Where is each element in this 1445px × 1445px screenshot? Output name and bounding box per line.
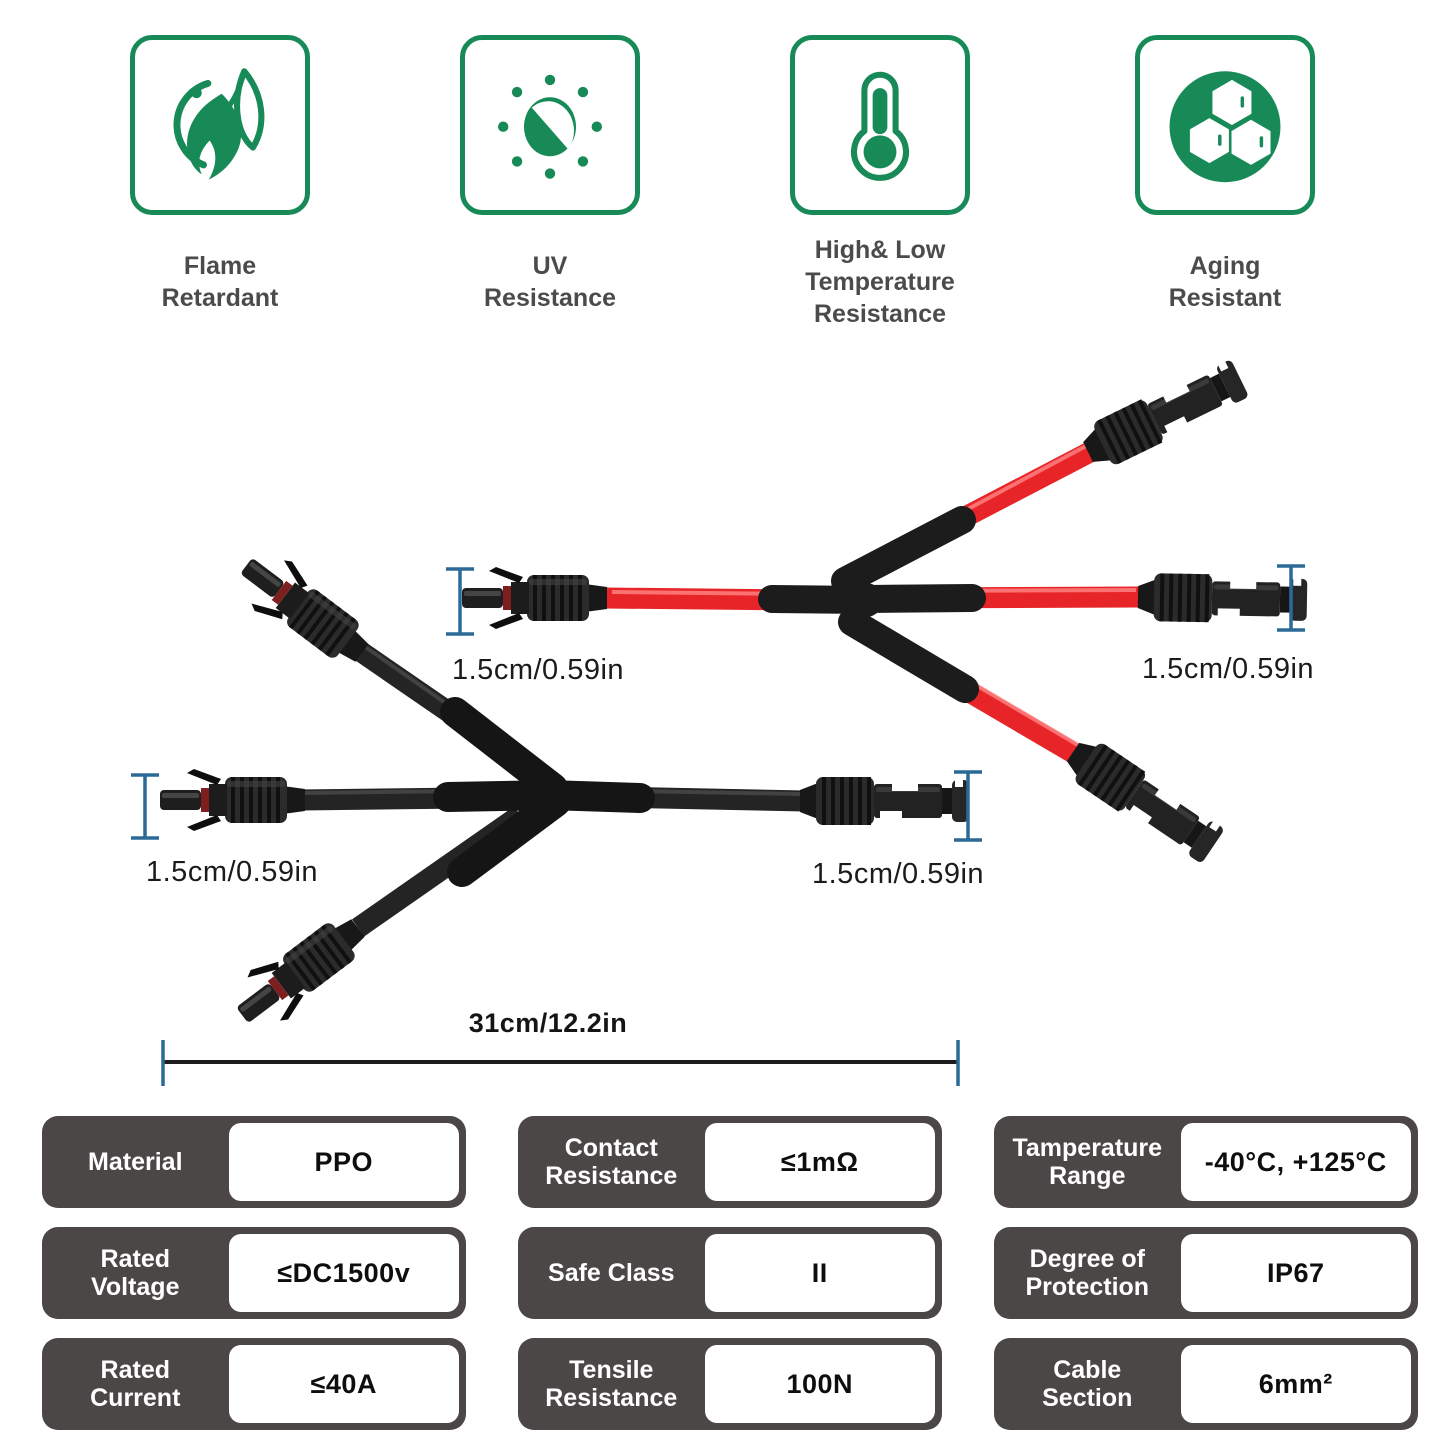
spec-row-material: Material PPO bbox=[42, 1116, 466, 1208]
total-length-dimension bbox=[161, 1040, 960, 1086]
spec-label: Tamperature Range bbox=[1012, 1134, 1163, 1190]
aging-resistant-icon bbox=[1135, 35, 1315, 215]
spec-value: ≤40A bbox=[228, 1345, 459, 1423]
spec-row-contact-resistance: Contact Resistance ≤1mΩ bbox=[518, 1116, 942, 1208]
spec-value: ≤1mΩ bbox=[704, 1123, 935, 1201]
spec-value: -40°C, +125°C bbox=[1180, 1123, 1411, 1201]
spec-table: Material PPO Contact Resistance ≤1mΩ Tam… bbox=[42, 1116, 1418, 1430]
spec-value: PPO bbox=[228, 1123, 459, 1201]
dim-label-black-left: 1.5cm/0.59in bbox=[146, 856, 319, 888]
mc4-male-connector bbox=[158, 767, 307, 833]
spec-value: IP67 bbox=[1180, 1234, 1411, 1312]
spec-value: II bbox=[704, 1234, 935, 1312]
dimension-brackets bbox=[131, 564, 1305, 842]
spec-row-rated-voltage: Rated Voltage ≤DC1500v bbox=[42, 1227, 466, 1319]
spec-label: Degree of Protection bbox=[1025, 1245, 1150, 1301]
mc4-female-connector bbox=[1135, 571, 1310, 626]
mc4-male-connector bbox=[225, 538, 383, 680]
spec-label: Rated Current bbox=[90, 1356, 181, 1412]
temperature-resistance-icon bbox=[790, 35, 970, 215]
spec-label: Safe Class bbox=[548, 1259, 675, 1287]
spec-value: 6mm² bbox=[1180, 1345, 1411, 1423]
mc4-female-connector bbox=[1057, 730, 1229, 869]
feature-temperature-resistance: High& Low Temperature Resistance bbox=[790, 35, 970, 337]
spec-label: Tensile Resistance bbox=[545, 1356, 678, 1412]
mc4-male-connector bbox=[460, 565, 609, 631]
feature-flame-retardant: Flame Retardant bbox=[130, 35, 310, 337]
spec-label: Contact Resistance bbox=[545, 1134, 678, 1190]
dim-label-total-length: 31cm/12.2in bbox=[468, 1008, 628, 1038]
flame-retardant-icon bbox=[130, 35, 310, 215]
spec-row-rated-current: Rated Current ≤40A bbox=[42, 1338, 466, 1430]
spec-row-temperature-range: Tamperature Range -40°C, +125°C bbox=[994, 1116, 1418, 1208]
spec-value: ≤DC1500v bbox=[228, 1234, 459, 1312]
spec-label: Rated Voltage bbox=[91, 1245, 180, 1301]
feature-label: Flame Retardant bbox=[161, 252, 279, 312]
feature-aging-resistant: Aging Resistant bbox=[1135, 35, 1315, 337]
dim-label-black-right: 1.5cm/0.59in bbox=[812, 858, 985, 890]
feature-label: UV Resistance bbox=[483, 252, 617, 312]
spec-row-cable-section: Cable Section 6mm² bbox=[994, 1338, 1418, 1430]
mc4-male-connector bbox=[221, 901, 379, 1043]
spec-label: Material bbox=[88, 1148, 183, 1176]
feature-uv-resistance: UV Resistance bbox=[460, 35, 640, 337]
black-y-cable bbox=[158, 538, 971, 1043]
feature-label: Aging Resistant bbox=[1168, 252, 1282, 312]
feature-label: High& Low Temperature Resistance bbox=[805, 236, 955, 328]
dim-label-red-right: 1.5cm/0.59in bbox=[1142, 653, 1315, 685]
mc4-female-connector bbox=[1077, 356, 1250, 473]
spec-label: Cable Section bbox=[1042, 1356, 1133, 1412]
mc4-female-connector bbox=[798, 775, 971, 827]
dim-label-red-left: 1.5cm/0.59in bbox=[452, 654, 625, 686]
red-y-cable bbox=[460, 356, 1310, 869]
spec-row-degree-of-protection: Degree of Protection IP67 bbox=[994, 1227, 1418, 1319]
spec-value: 100N bbox=[704, 1345, 935, 1423]
uv-resistance-icon bbox=[460, 35, 640, 215]
spec-row-tensile-resistance: Tensile Resistance 100N bbox=[518, 1338, 942, 1430]
spec-row-safe-class: Safe Class II bbox=[518, 1227, 942, 1319]
